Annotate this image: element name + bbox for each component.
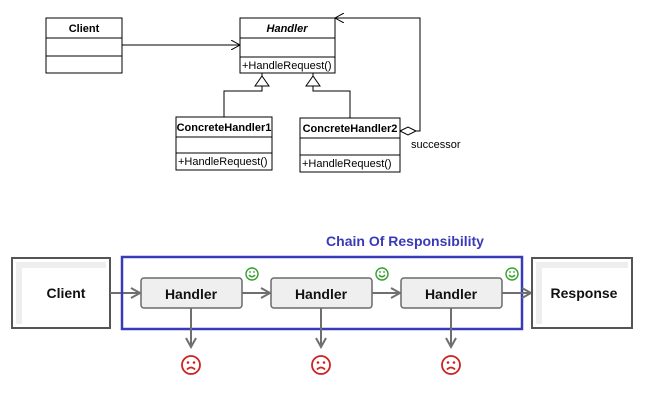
- uml-generalization: [223, 73, 351, 118]
- happy-face-icon: [245, 267, 259, 281]
- uml-concrete1-name: ConcreteHandler1: [177, 122, 272, 134]
- flow-handler-3: Handler: [400, 277, 503, 309]
- uml-concrete1-operation: +HandleRequest(): [178, 156, 268, 168]
- chain-flow-diagram: Chain Of Responsibility Client Handler H…: [11, 233, 633, 375]
- uml-client-name: Client: [69, 23, 100, 35]
- happy-face-icon: [375, 267, 389, 281]
- uml-handler-class: Handler +HandleRequest(): [239, 17, 336, 74]
- flow-handler-1-label: Handler: [165, 286, 218, 302]
- uml-concrete-handler1-class: ConcreteHandler1 +HandleRequest(): [175, 116, 273, 171]
- flow-handler-2-label: Handler: [295, 286, 348, 302]
- happy-face-icon: [505, 267, 519, 281]
- uml-concrete2-operation: +HandleRequest(): [302, 158, 392, 170]
- flow-response-label: Response: [551, 285, 618, 301]
- sad-face-icon: [181, 355, 201, 375]
- uml-class-diagram: Client Handler +HandleRequest() successo…: [45, 17, 461, 173]
- flow-handler-1: Handler: [140, 277, 243, 309]
- uml-successor-link: [335, 18, 421, 136]
- uml-successor-label: successor: [411, 139, 461, 151]
- sad-face-icon: [441, 355, 461, 375]
- chain-title: Chain Of Responsibility: [326, 233, 484, 249]
- uml-client-class: Client: [45, 17, 123, 74]
- sad-face-icon: [311, 355, 331, 375]
- uml-concrete2-name: ConcreteHandler2: [303, 123, 398, 135]
- flow-client-block: Client: [11, 257, 111, 329]
- flow-response-block: Response: [531, 257, 633, 329]
- uml-handler-operation: +HandleRequest(): [242, 60, 332, 72]
- flow-client-label: Client: [47, 285, 86, 301]
- flow-handler-2: Handler: [270, 277, 373, 309]
- uml-aggregation-diamond: [398, 126, 418, 136]
- flow-handler-3-label: Handler: [425, 286, 478, 302]
- uml-concrete-handler2-class: ConcreteHandler2 +HandleRequest(): [299, 117, 401, 173]
- uml-handler-name: Handler: [267, 23, 309, 35]
